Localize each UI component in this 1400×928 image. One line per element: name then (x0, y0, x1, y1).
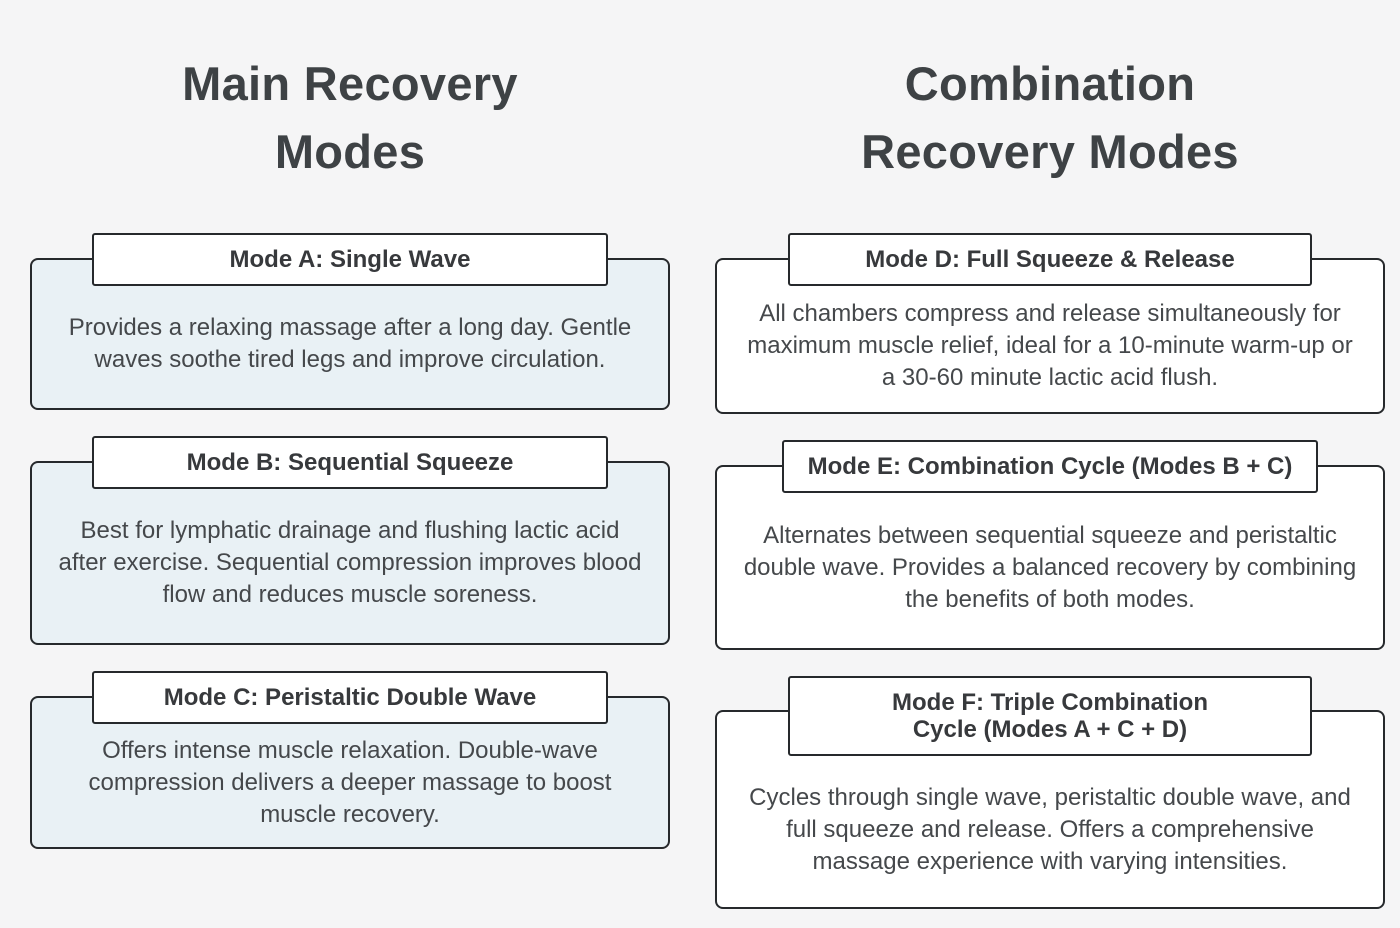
card-mode-a-description: Provides a relaxing massage after a long… (68, 314, 632, 373)
heading-combination-recovery-modes: Combination Recovery Modes (861, 57, 1239, 178)
card-mode-d-title: Mode D: Full Squeeze & Release (788, 233, 1312, 286)
card-mode-e-body: Alternates between sequential squeeze an… (715, 465, 1385, 650)
card-mode-e-title: Mode E: Combination Cycle (Modes B + C) (781, 440, 1319, 493)
card-mode-d: Mode D: Full Squeeze & Release All chamb… (715, 233, 1385, 414)
card-mode-b-title: Mode B: Sequential Squeeze (92, 436, 608, 489)
combination-recovery-card-list: Mode D: Full Squeeze & Release All chamb… (715, 233, 1385, 909)
card-mode-c: Mode C: Peristaltic Double Wave Offers i… (30, 671, 670, 849)
card-mode-f-description: Cycles through single wave, peristaltic … (749, 783, 1351, 875)
column-combination-recovery: Combination Recovery Modes Mode D: Full … (700, 0, 1400, 928)
card-mode-f-title: Mode F: Triple Combination Cycle (Modes … (788, 676, 1312, 756)
card-mode-b: Mode B: Sequential Squeeze Best for lymp… (30, 436, 670, 645)
card-mode-e: Mode E: Combination Cycle (Modes B + C) … (715, 440, 1385, 650)
card-mode-c-description: Offers intense muscle relaxation. Double… (88, 736, 612, 828)
card-mode-a: Mode A: Single Wave Provides a relaxing … (30, 233, 670, 410)
card-mode-e-description: Alternates between sequential squeeze an… (743, 521, 1357, 613)
heading-main-recovery-modes: Main Recovery Modes (182, 57, 518, 178)
card-mode-a-title: Mode A: Single Wave (92, 233, 608, 286)
main-recovery-card-list: Mode A: Single Wave Provides a relaxing … (30, 233, 670, 849)
card-mode-c-title: Mode C: Peristaltic Double Wave (92, 671, 608, 724)
card-mode-d-description: All chambers compress and release simult… (747, 300, 1353, 391)
card-mode-f: Mode F: Triple Combination Cycle (Modes … (715, 676, 1385, 909)
card-mode-b-description: Best for lymphatic drainage and flushing… (58, 517, 642, 608)
column-main-recovery: Main Recovery Modes Mode A: Single Wave … (30, 57, 670, 849)
